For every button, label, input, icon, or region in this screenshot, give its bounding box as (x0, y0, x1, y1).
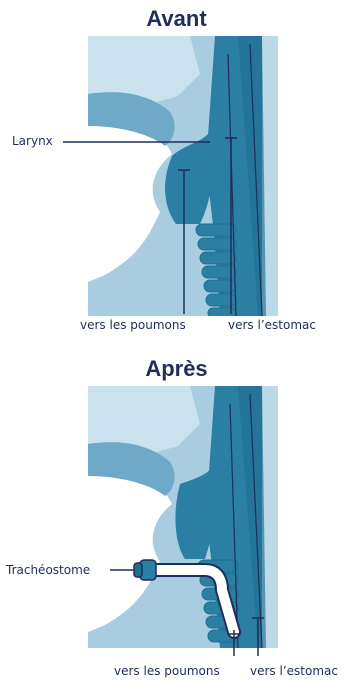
label-lungs-before: vers les poumons (80, 318, 186, 332)
label-stomach-before: vers l’estomac (228, 318, 316, 332)
label-lungs-after: vers les poumons (114, 664, 220, 678)
label-larynx: Larynx (12, 134, 53, 148)
label-tracheostome: Trachéostome (6, 563, 90, 577)
anatomy-after-illustration (0, 384, 353, 674)
label-stomach-after: vers l’estomac (250, 664, 338, 678)
title-after: Après (0, 356, 353, 382)
anatomy-before-illustration (0, 34, 353, 354)
title-before: Avant (0, 6, 353, 32)
